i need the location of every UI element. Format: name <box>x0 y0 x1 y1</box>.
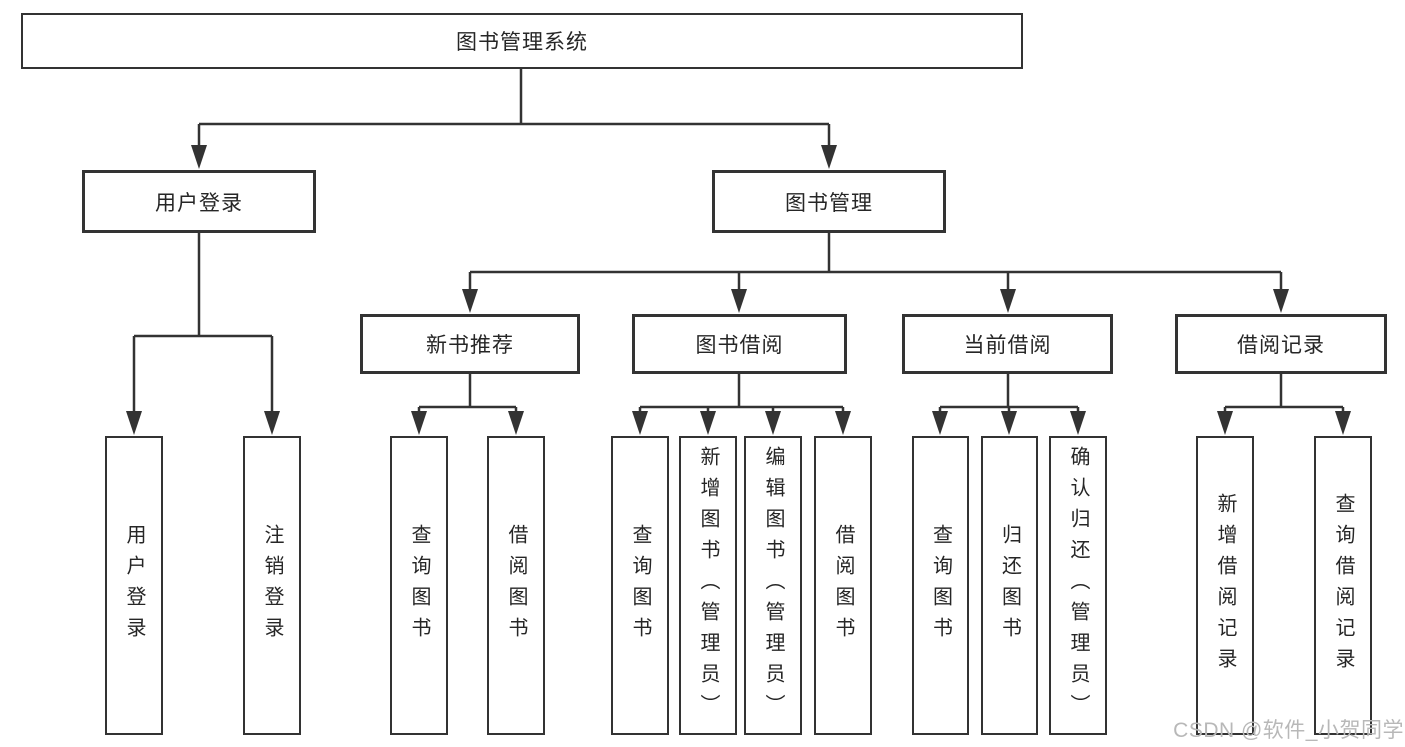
node-book-management: 图书管理 <box>712 170 946 233</box>
node-new-book-recommendation: 新书推荐 <box>360 314 580 374</box>
node-borrowing-records: 借阅记录 <box>1175 314 1387 374</box>
connectors-new-book-recommendation <box>417 374 518 413</box>
leaf-borrow-books-recommend: 借阅图书 <box>487 436 545 735</box>
leaf-user-login: 用户登录 <box>105 436 163 735</box>
leaf-confirm-return-admin-label: 确认归还（管理员） <box>1067 446 1089 725</box>
leaf-add-books-admin-label: 新增图书（管理员） <box>697 446 719 725</box>
node-book-borrowing: 图书借阅 <box>632 314 847 374</box>
leaf-query-books-current-label: 查询图书 <box>929 523 952 648</box>
leaf-logout-label: 注销登录 <box>261 523 283 648</box>
leaf-user-login-label: 用户登录 <box>123 523 145 648</box>
connectors-current-borrowing <box>938 374 1080 413</box>
leaf-return-books: 归还图书 <box>981 436 1038 735</box>
node-current-borrowing: 当前借阅 <box>902 314 1113 374</box>
connectors-borrowing-records <box>1223 374 1345 413</box>
leaf-return-books-label: 归还图书 <box>998 523 1021 648</box>
leaf-edit-books-admin: 编辑图书（管理员） <box>744 436 802 735</box>
leaf-logout: 注销登录 <box>243 436 301 735</box>
connectors-book-management <box>468 233 1283 292</box>
connectors-book-borrowing <box>638 374 845 413</box>
leaf-add-borrow-record-label: 新增借阅记录 <box>1214 492 1236 679</box>
leaf-confirm-return-admin: 确认归还（管理员） <box>1049 436 1107 735</box>
leaf-query-books-borrowing: 查询图书 <box>611 436 669 735</box>
leaf-borrow-books: 借阅图书 <box>814 436 872 735</box>
leaf-add-borrow-record: 新增借阅记录 <box>1196 436 1254 735</box>
leaf-query-borrow-record: 查询借阅记录 <box>1314 436 1372 735</box>
node-library-management-system: 图书管理系统 <box>21 13 1023 69</box>
leaf-query-books-recommend: 查询图书 <box>390 436 448 735</box>
connectors-user-login <box>132 233 274 414</box>
leaf-borrow-books-recommend-label: 借阅图书 <box>505 523 527 648</box>
leaf-query-books-current: 查询图书 <box>912 436 969 735</box>
leaf-query-books-borrowing-label: 查询图书 <box>629 523 651 648</box>
leaf-query-books-recommend-label: 查询图书 <box>408 523 430 648</box>
node-user-login: 用户登录 <box>82 170 316 233</box>
leaf-query-borrow-record-label: 查询借阅记录 <box>1332 492 1354 679</box>
leaf-add-books-admin: 新增图书（管理员） <box>679 436 737 735</box>
connectors-root <box>197 69 831 150</box>
watermark: CSDN @软件_小贺同学 <box>1173 719 1404 742</box>
leaf-borrow-books-label: 借阅图书 <box>832 523 854 648</box>
leaf-edit-books-admin-label: 编辑图书（管理员） <box>762 446 784 725</box>
